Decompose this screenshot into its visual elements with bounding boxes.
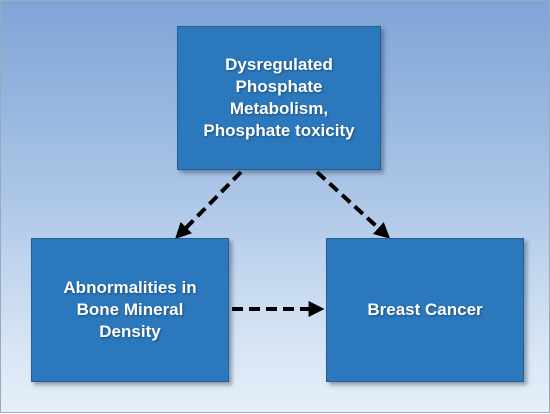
edge-top-to-left [175, 170, 243, 239]
node-top-line-4: Phosphate toxicity [203, 121, 355, 140]
node-top-line-1: Dysregulated [225, 55, 333, 74]
node-right-text: Breast Cancer [367, 299, 482, 321]
edge-top-to-right [315, 170, 391, 239]
node-right-line-1: Breast Cancer [367, 300, 483, 319]
node-breast-cancer: Breast Cancer [326, 238, 524, 382]
node-dysregulated-phosphate: Dysregulated Phosphate Metabolism, Phosp… [177, 26, 381, 170]
node-top-text: Dysregulated Phosphate Metabolism, Phosp… [203, 54, 354, 142]
node-left-text: Abnormalities in Bone Mineral Density [63, 277, 196, 343]
node-left-line-3: Density [99, 322, 161, 341]
node-bone-mineral-density: Abnormalities in Bone Mineral Density [31, 238, 229, 382]
node-top-line-2: Phosphate [235, 77, 323, 96]
node-top-line-3: Metabolism, [229, 99, 329, 118]
node-left-line-1: Abnormalities in [63, 278, 197, 297]
node-left-line-2: Bone Mineral [76, 300, 184, 319]
